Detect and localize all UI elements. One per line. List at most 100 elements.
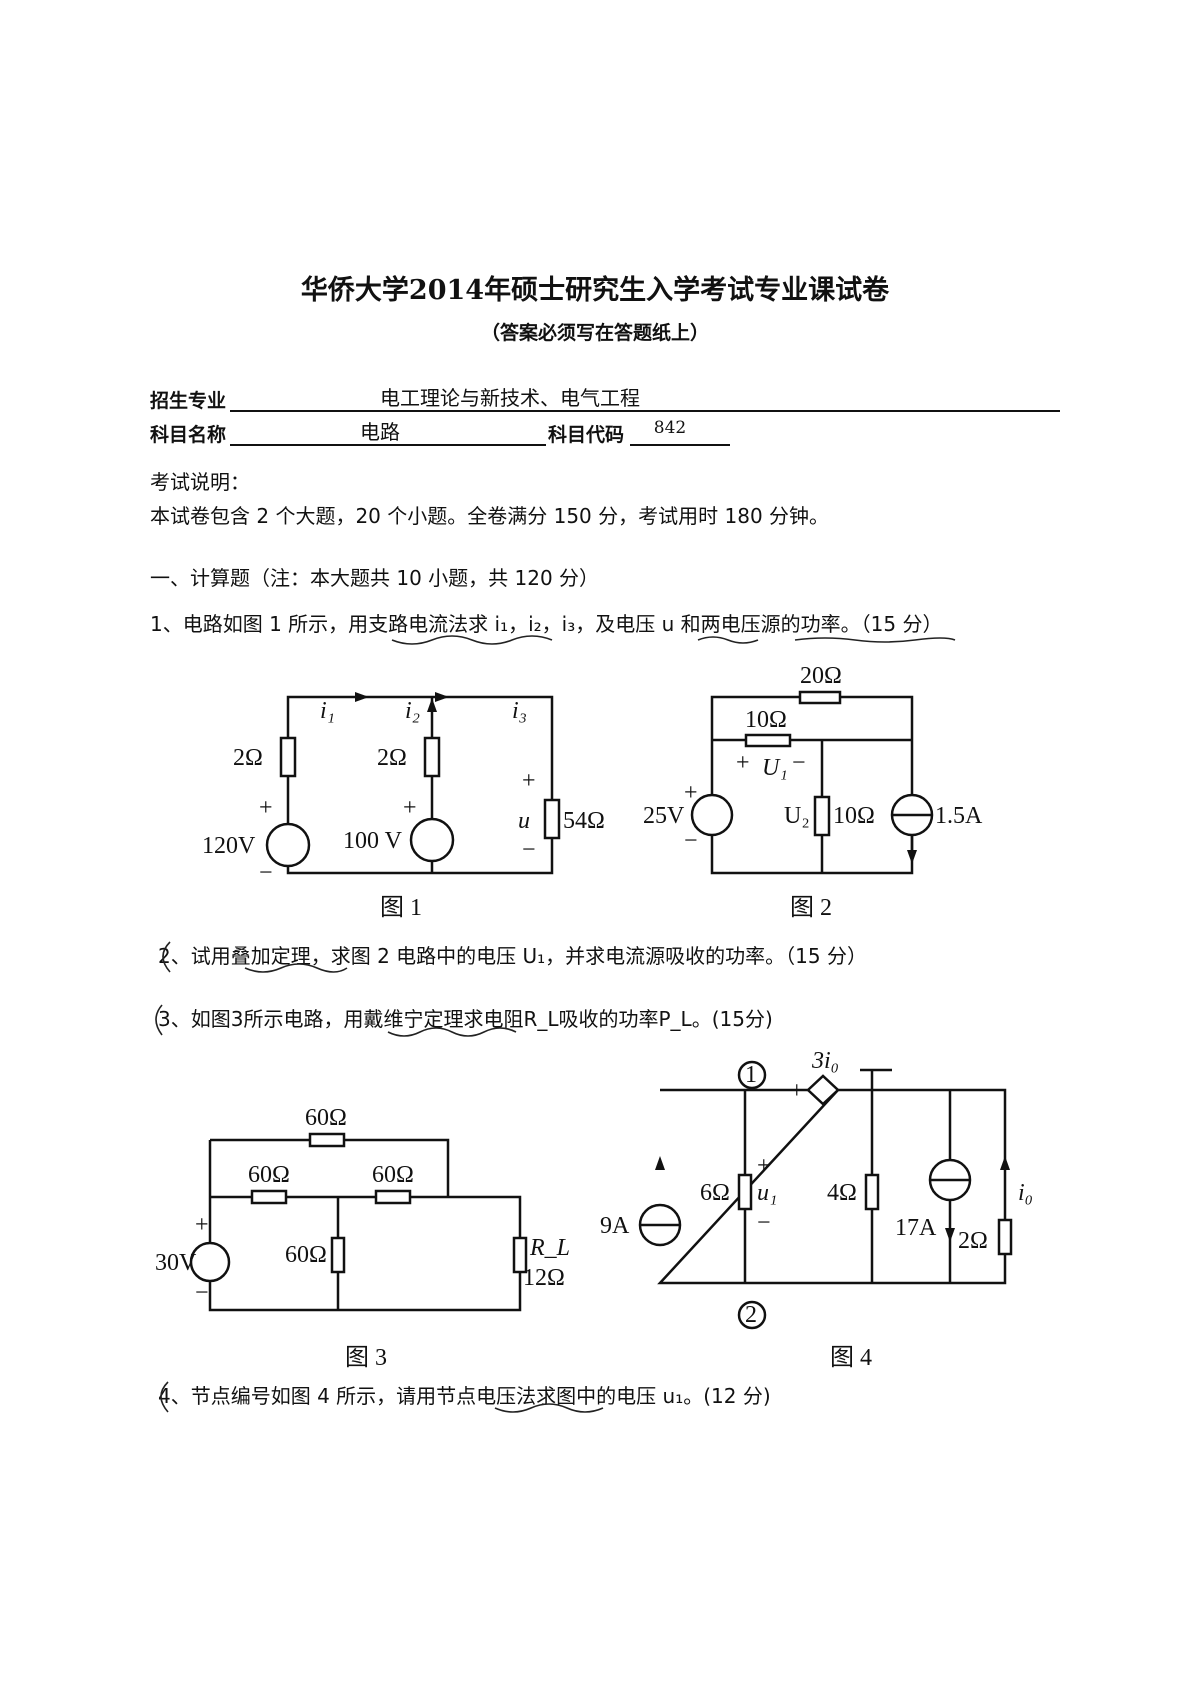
exam-title: 华侨大学2014年硕士研究生入学考试专业课试卷 bbox=[300, 275, 890, 306]
label: 2Ω bbox=[958, 1228, 988, 1254]
label: 60Ω bbox=[372, 1162, 414, 1188]
major-label: 招生专业 bbox=[150, 390, 227, 412]
label: + bbox=[736, 750, 750, 776]
question-text: 如图3所示电路，用戴维宁定理求电阻R_L吸收的功率P_L。(15分) bbox=[190, 1007, 773, 1031]
question-number: 1、 bbox=[150, 612, 183, 636]
resistor-rl bbox=[512, 1236, 528, 1274]
label: 20Ω bbox=[800, 663, 842, 689]
code-label: 科目代码 bbox=[548, 424, 625, 446]
label: 54Ω bbox=[563, 808, 605, 834]
code-value: 842 bbox=[653, 418, 687, 438]
figure-1-caption: 图 1 bbox=[380, 895, 422, 921]
resistor-2ohm-mid bbox=[423, 736, 441, 778]
subject-label: 科目名称 bbox=[150, 424, 227, 446]
instructions-heading: 考试说明： bbox=[150, 470, 250, 494]
label: + bbox=[790, 1078, 804, 1104]
label: U₁ bbox=[762, 755, 788, 781]
resistor-60ohm-top bbox=[308, 1132, 346, 1148]
major-value: 电工理论与新技术、电气工程 bbox=[380, 386, 640, 410]
question-text: 电路如图 1 所示，用支路电流法求 i₁，i₂，i₃，及电压 u 和两电压源的功… bbox=[182, 612, 943, 636]
label: − bbox=[195, 1280, 209, 1306]
label: u₁ bbox=[757, 1180, 777, 1206]
label: + bbox=[522, 768, 536, 794]
label: 2Ω bbox=[377, 745, 407, 771]
label: 4Ω bbox=[827, 1180, 857, 1206]
label: R_L bbox=[529, 1235, 570, 1261]
handwritten-marks bbox=[155, 635, 956, 1413]
node-2-marker bbox=[737, 1300, 767, 1330]
resistor-2ohm bbox=[997, 1218, 1013, 1256]
section-heading: 一、计算题（注：本大题共 10 小题，共 120 分） bbox=[150, 566, 600, 590]
node-1-marker bbox=[737, 1060, 767, 1090]
figure-3-caption: 图 3 bbox=[345, 1345, 387, 1371]
resistor-20ohm bbox=[798, 690, 842, 705]
label: 9A bbox=[600, 1213, 630, 1239]
label: i₁ bbox=[320, 698, 335, 724]
label: − bbox=[792, 750, 806, 776]
question-4: 4、节点编号如图 4 所示，请用节点电压法求图中的电压 u₁。(12 分) bbox=[158, 1380, 771, 1409]
label: 6Ω bbox=[700, 1180, 730, 1206]
voltage-source-120v bbox=[265, 822, 311, 868]
label: 12Ω bbox=[523, 1265, 565, 1291]
figure-4: 1 2 3i₀ + − 9A 6Ω u₁ + − 4Ω 17A 2Ω i₀ 图 … bbox=[600, 1048, 1033, 1371]
dependent-voltage-source bbox=[806, 1074, 840, 1106]
resistor-54ohm bbox=[543, 798, 561, 840]
label: U₂ bbox=[784, 803, 810, 829]
resistor-60ohm-b bbox=[374, 1189, 412, 1205]
resistor-4ohm bbox=[864, 1173, 880, 1211]
resistor-6ohm bbox=[737, 1173, 753, 1211]
instructions-text: 本试卷包含 2 个大题，20 个小题。全卷满分 150 分，考试用时 180 分… bbox=[150, 504, 830, 528]
figure-3: 60Ω 60Ω 60Ω 60Ω R_L 12Ω 30V + − 图 3 bbox=[155, 1105, 570, 1371]
label: 3i₀ bbox=[811, 1048, 839, 1074]
label: 2Ω bbox=[233, 745, 263, 771]
label: 2 bbox=[745, 1302, 757, 1328]
label: 60Ω bbox=[285, 1242, 327, 1268]
label: u bbox=[518, 808, 530, 834]
label: 60Ω bbox=[248, 1162, 290, 1188]
major-underline bbox=[230, 410, 1060, 412]
resistor-60ohm-a bbox=[250, 1189, 288, 1205]
resistor-60ohm-c bbox=[330, 1236, 346, 1274]
label: + bbox=[757, 1153, 771, 1179]
exam-subtitle: （答案必须写在答题纸上） bbox=[480, 322, 709, 344]
question-1: 1、电路如图 1 所示，用支路电流法求 i₁，i₂，i₃，及电压 u 和两电压源… bbox=[150, 608, 942, 637]
resistor-10ohm-vertical bbox=[813, 795, 831, 837]
label: i₃ bbox=[512, 698, 527, 724]
label: + bbox=[195, 1212, 209, 1238]
label: + bbox=[403, 795, 417, 821]
resistor-2ohm-left bbox=[279, 736, 297, 778]
label: − bbox=[842, 1078, 856, 1104]
figure-2-caption: 图 2 bbox=[790, 895, 832, 921]
question-number: 3、 bbox=[158, 1007, 191, 1031]
resistor-10ohm-horizontal bbox=[744, 733, 792, 748]
label: 120V bbox=[202, 833, 256, 859]
label: + bbox=[684, 780, 698, 806]
label: 1.5A bbox=[935, 803, 983, 829]
question-text: 节点编号如图 4 所示，请用节点电压法求图中的电压 u₁。(12 分) bbox=[190, 1384, 771, 1408]
subject-value: 电路 bbox=[360, 420, 400, 444]
question-3: 3、如图3所示电路，用戴维宁定理求电阻R_L吸收的功率P_L。(15分) bbox=[158, 1003, 773, 1032]
label: − bbox=[684, 828, 698, 854]
label: + bbox=[259, 795, 273, 821]
label: − bbox=[259, 860, 273, 886]
label: 17A bbox=[895, 1215, 937, 1241]
label: i₂ bbox=[405, 698, 420, 724]
label: i₀ bbox=[1018, 1180, 1033, 1206]
label: − bbox=[757, 1210, 771, 1236]
label: 10Ω bbox=[745, 707, 787, 733]
label: 60Ω bbox=[305, 1105, 347, 1131]
voltage-source-25v bbox=[690, 793, 734, 837]
voltage-source-100v bbox=[409, 817, 455, 863]
label: 1 bbox=[745, 1062, 757, 1088]
subject-underline bbox=[230, 444, 546, 446]
code-underline bbox=[630, 444, 730, 446]
label: − bbox=[522, 837, 536, 863]
figure-4-caption: 图 4 bbox=[830, 1345, 872, 1371]
figure-2: 20Ω 10Ω 10Ω 25V 1.5A U₁ U₂ + − + − 图 2 bbox=[643, 663, 983, 921]
label: 100 V bbox=[343, 828, 403, 854]
label: 10Ω bbox=[833, 803, 875, 829]
label: 25V bbox=[643, 803, 685, 829]
voltage-source-30v bbox=[189, 1241, 231, 1283]
